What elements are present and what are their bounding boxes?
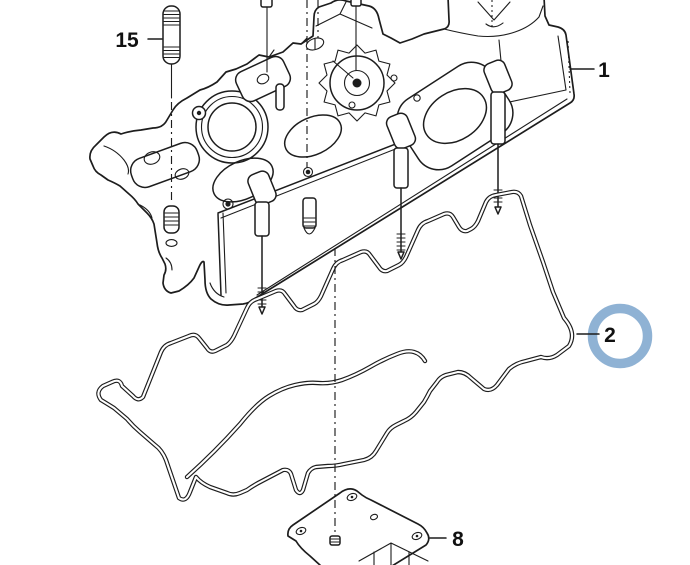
part-15-stud bbox=[162, 5, 181, 247]
plate-holes bbox=[295, 492, 423, 541]
plate-cutout bbox=[358, 542, 429, 565]
part-2-gasket bbox=[96, 189, 575, 502]
callout-8[interactable]: 8 bbox=[429, 528, 464, 551]
callout-2-label: 2 bbox=[604, 324, 616, 347]
callout-15-label: 15 bbox=[115, 29, 139, 52]
callout-2[interactable]: 2 bbox=[576, 303, 653, 369]
gasket-cross-rail bbox=[184, 349, 428, 480]
cover-bolt-axes bbox=[260, 0, 493, 168]
cover-ringed-port bbox=[191, 90, 269, 164]
callout-1-label: 1 bbox=[598, 59, 610, 82]
callout-1[interactable]: 1 bbox=[569, 59, 610, 82]
cover-round-cap bbox=[318, 44, 398, 122]
cover-front-port bbox=[396, 61, 514, 171]
highlight-ring[interactable] bbox=[587, 303, 653, 369]
plate-stud bbox=[329, 535, 341, 546]
part-1-cylinder-head-cover bbox=[89, 0, 576, 315]
plate-outline bbox=[287, 488, 430, 565]
callout-8-label: 8 bbox=[452, 528, 464, 551]
part-8-plate bbox=[287, 488, 430, 565]
cover-top-bosses bbox=[234, 37, 325, 111]
callout-15[interactable]: 15 bbox=[115, 29, 163, 52]
cover-bracket bbox=[103, 141, 225, 298]
cover-oval-openings bbox=[212, 114, 343, 210]
